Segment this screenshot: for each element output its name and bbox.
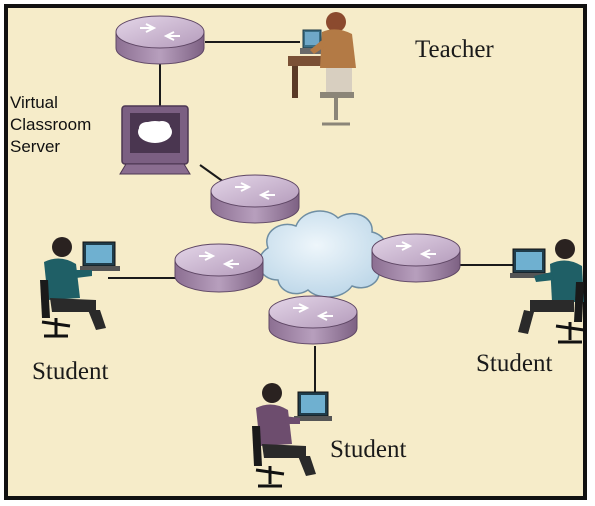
cloud-icon: [258, 210, 388, 298]
router-icon: [174, 243, 264, 293]
server-computer-icon: [119, 105, 191, 175]
router-icon: [210, 174, 300, 224]
student-bottom-label: Student: [330, 436, 407, 463]
person-at-computer-icon: [510, 239, 585, 344]
student-left-label: Student: [32, 358, 109, 385]
router-icon: [268, 295, 358, 345]
person-at-computer-icon: [40, 237, 120, 338]
server-label-line-1: Virtual: [10, 93, 58, 112]
connection-lines: [108, 41, 515, 392]
server-label-line-2: Classroom: [10, 115, 92, 134]
server-label: Virtual Classroom Server: [10, 92, 91, 158]
person-at-computer-icon: [252, 383, 332, 488]
student-right-label: Student: [476, 350, 553, 377]
router-icon: [371, 233, 461, 283]
teacher-at-computer-icon: [288, 12, 356, 126]
teacher-label: Teacher: [415, 36, 494, 63]
server-label-line-3: Server: [10, 137, 61, 156]
router-icon: [115, 15, 205, 65]
